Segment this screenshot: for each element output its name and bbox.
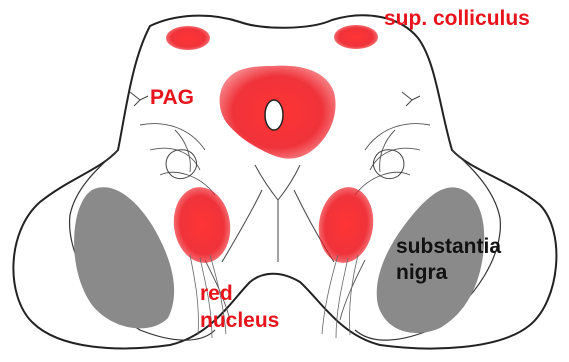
label-substantia-nigra-line2: nigra	[396, 261, 447, 285]
label-red-nucleus-line1: red	[200, 282, 233, 306]
label-red-nucleus-line2: nucleus	[200, 309, 279, 333]
sup-colliculus-left	[166, 26, 210, 50]
label-sup-colliculus: sup. colliculus	[384, 7, 530, 31]
label-substantia-nigra-line1: substantia	[396, 235, 501, 259]
sup-colliculus-right	[334, 25, 378, 49]
label-pag: PAG	[150, 86, 194, 110]
cerebral-aqueduct	[265, 100, 283, 130]
